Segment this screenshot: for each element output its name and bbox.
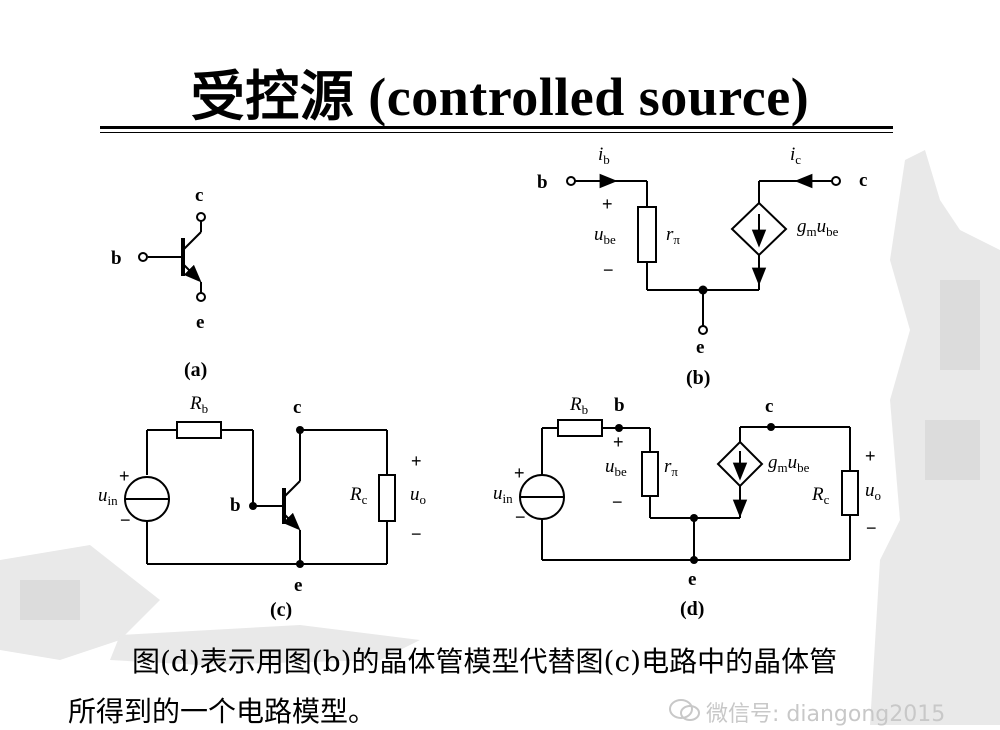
fig-b-label-gm-ube: gmube	[797, 216, 839, 239]
fig-c-uo-minus: −	[411, 524, 422, 544]
fig-d-label-rc: Rc	[811, 484, 830, 507]
terminal-b-node	[566, 176, 576, 186]
resistor-rpi	[641, 451, 659, 497]
fig-d-label-ube: ube	[605, 456, 627, 479]
fig-b-caption: (b)	[686, 367, 710, 389]
fig-b-label-ib: ib	[598, 144, 610, 167]
fig-d-label-uin: uin	[493, 483, 513, 506]
fig-d-label-b: b	[614, 395, 625, 416]
fig-d-label-rb: Rb	[569, 394, 588, 417]
fig-d-uo-minus: −	[866, 518, 877, 538]
fig-c-uin-minus: −	[120, 510, 131, 530]
fig-b-minus: −	[603, 260, 614, 280]
figure-c-amplifier-circuit: Rb c b e + uin − Rc + uo − (c)	[98, 393, 426, 621]
terminal-c-node	[196, 212, 206, 222]
fig-a-label-e: e	[196, 312, 204, 333]
fig-c-label-rb: Rb	[189, 393, 208, 416]
fig-d-label-c: c	[765, 396, 773, 417]
fig-b-plus: +	[602, 194, 613, 214]
fig-d-ube-plus: +	[613, 432, 624, 452]
fig-c-caption: (c)	[270, 599, 292, 621]
fig-a-label-b: b	[111, 248, 122, 269]
fig-b-label-e: e	[696, 337, 704, 358]
terminal-b-node	[138, 252, 148, 262]
fig-d-uin-minus: −	[515, 507, 526, 527]
slide-title: 受控源 (controlled source)	[190, 67, 810, 127]
figure-a-transistor-symbol: b c e (a)	[111, 185, 207, 381]
wechat-icon	[669, 699, 700, 721]
fig-b-label-rpi: rπ	[666, 224, 680, 247]
resistor-rb	[176, 421, 222, 439]
fig-d-caption: (d)	[680, 598, 704, 620]
fig-c-label-c: c	[293, 397, 301, 418]
figure-d-equivalent-circuit: Rb b c e + ube − rπ gmube + uin − Rc + u…	[493, 394, 881, 620]
resistor-rc	[841, 470, 859, 516]
fig-d-label-gm-ube: gmube	[768, 452, 810, 475]
title-underline-thin	[100, 132, 893, 133]
resistor-rpi	[637, 206, 657, 263]
title-underline-thick	[100, 126, 893, 129]
fig-c-label-e: e	[294, 575, 302, 596]
body-text-line-1: 图(d)表示用图(b)的晶体管模型代替图(c)电路中的晶体管	[132, 645, 838, 678]
fig-c-uin-plus: +	[119, 466, 130, 486]
fig-d-label-rpi: rπ	[664, 456, 678, 479]
fig-a-label-c: c	[195, 185, 203, 206]
terminal-c-node	[831, 176, 841, 186]
resistor-rc	[378, 474, 396, 522]
body-text-line-2: 所得到的一个电路模型。	[68, 695, 377, 728]
fig-b-label-b: b	[537, 172, 548, 193]
fig-b-label-ic: ic	[790, 144, 801, 167]
fig-c-label-b: b	[230, 495, 241, 516]
terminal-e-node	[196, 292, 206, 302]
figure-b-transistor-model: b c e ib ic + ube − rπ gmube (b)	[537, 144, 867, 389]
fig-d-label-uo: uo	[865, 480, 881, 503]
fig-c-label-uo: uo	[410, 484, 426, 507]
fig-d-label-e: e	[688, 569, 696, 590]
fig-a-caption: (a)	[184, 359, 207, 381]
fig-b-label-c: c	[859, 170, 867, 191]
fig-d-uo-plus: +	[865, 446, 876, 466]
fig-c-label-uin: uin	[98, 485, 118, 508]
fig-c-label-rc: Rc	[349, 484, 368, 507]
fig-c-uo-plus: +	[411, 451, 422, 471]
resistor-rb	[557, 419, 603, 437]
terminal-e-node	[698, 325, 708, 335]
fig-d-ube-minus: −	[612, 492, 623, 512]
fig-d-uin-plus: +	[514, 463, 525, 483]
watermark-text: 微信号: diangong2015	[706, 702, 946, 727]
fig-b-label-ube: ube	[594, 224, 616, 247]
